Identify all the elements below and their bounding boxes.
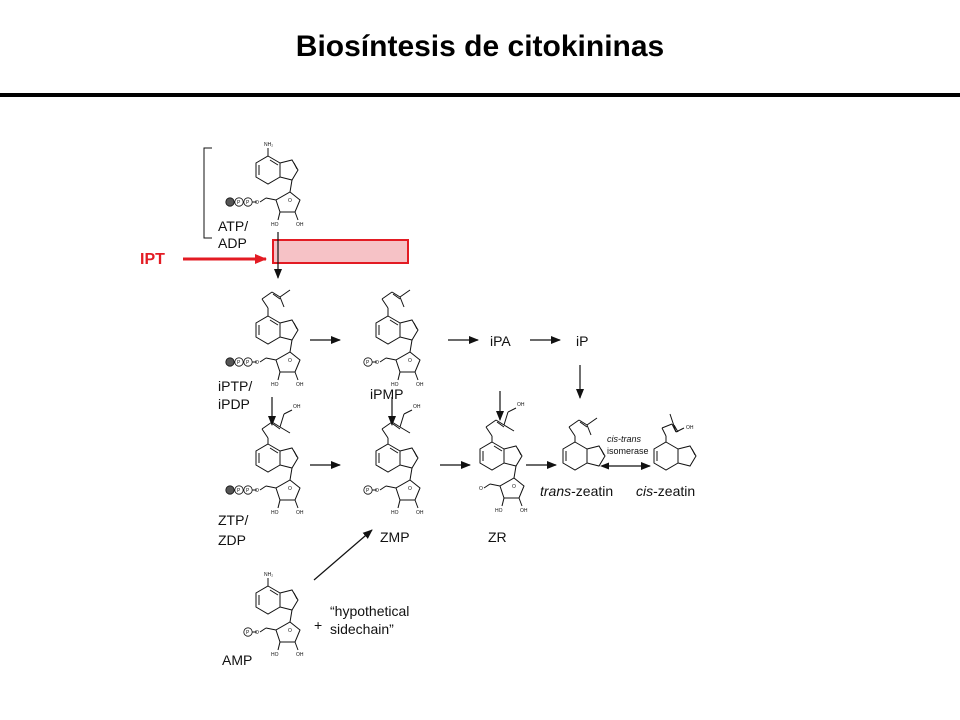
label-amp: AMP — [222, 652, 252, 668]
label-iptp: iPTP/ — [218, 378, 252, 394]
cis-zeatin-structure: OH — [653, 413, 697, 471]
zr-structure: OH — [478, 402, 529, 515]
label-ip: iP — [576, 333, 588, 349]
iptp-structure — [225, 289, 305, 389]
atp-structure: NH₂ — [225, 142, 305, 229]
label-zmp: ZMP — [380, 529, 410, 545]
label-zr: ZR — [488, 529, 507, 545]
label-cis-zeatin: cis-zeatin — [636, 483, 695, 499]
svg-text:OH: OH — [413, 404, 421, 410]
ipmp-structure — [363, 289, 425, 389]
svg-text:NH₂: NH₂ — [264, 142, 273, 148]
label-ipdp: iPDP — [218, 396, 250, 412]
zmp-structure: OH — [363, 404, 425, 517]
ztp-structure: OH — [225, 404, 305, 517]
svg-text:OH: OH — [517, 402, 525, 408]
label-ipmp: iPMP — [370, 386, 403, 402]
label-atp: ATP/ — [218, 218, 248, 234]
title-divider — [0, 93, 960, 97]
label-isomerase: isomerase — [607, 446, 649, 456]
trans-zeatin-structure — [562, 417, 606, 471]
label-hypothetical: “hypothetical — [330, 603, 409, 619]
label-ztp: ZTP/ — [218, 512, 248, 528]
label-cis-trans: cis-trans — [607, 434, 642, 444]
label-sidechain: sidechain” — [330, 621, 394, 637]
arrow-amp-to-zmp — [313, 529, 373, 581]
plus-sign: + — [314, 617, 322, 633]
svg-text:OH: OH — [686, 425, 694, 431]
bracket — [203, 147, 212, 239]
ipt-highlight-box — [272, 239, 409, 264]
svg-text:OH: OH — [293, 404, 301, 410]
amp-structure: NH₂ — [243, 572, 305, 659]
enzyme-label-ipt: IPT — [140, 251, 165, 268]
label-trans-zeatin: trans-zeatin — [540, 483, 613, 499]
label-ipa: iPA — [490, 333, 511, 349]
svg-text:NH₂: NH₂ — [264, 572, 273, 578]
page-title: Biosíntesis de citokininas — [295, 30, 665, 63]
label-zdp: ZDP — [218, 532, 246, 548]
label-adp: ADP — [218, 235, 247, 251]
